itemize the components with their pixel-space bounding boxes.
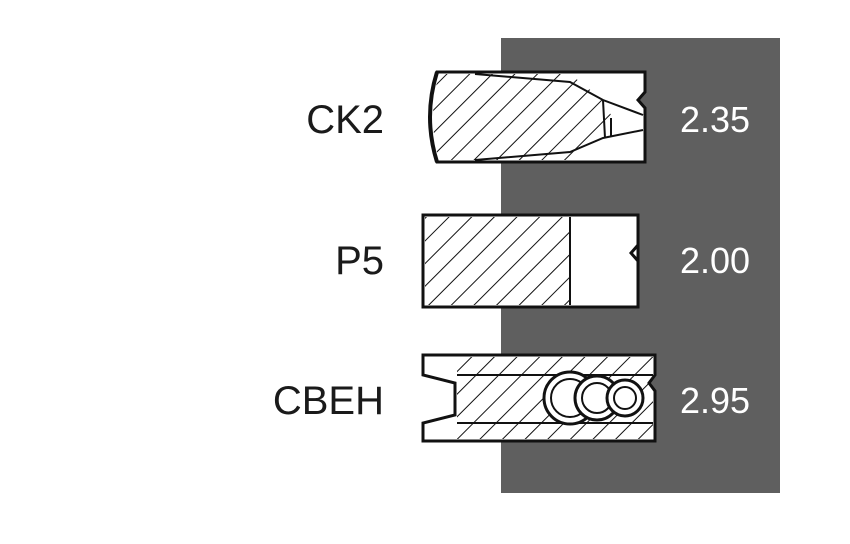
- ring-row-ck2: CK2 2.35: [0, 60, 850, 170]
- ring-row-cbeh: CBEH 2.95: [0, 345, 850, 455]
- ring-profile-p5: [421, 213, 640, 309]
- ring-width-value: 2.95: [680, 380, 751, 421]
- ring-profile-ck2: [428, 70, 647, 164]
- ring-width-value: 2.00: [680, 240, 751, 281]
- ring-width-value: 2.35: [680, 99, 751, 140]
- ring-code-label: CBEH: [272, 379, 384, 423]
- ring-code-label: P5: [335, 239, 384, 283]
- ring-profile-cbeh: [421, 353, 657, 443]
- ring-row-p5: P5 2.00: [0, 205, 850, 315]
- ring-code-label: CK2: [306, 98, 384, 142]
